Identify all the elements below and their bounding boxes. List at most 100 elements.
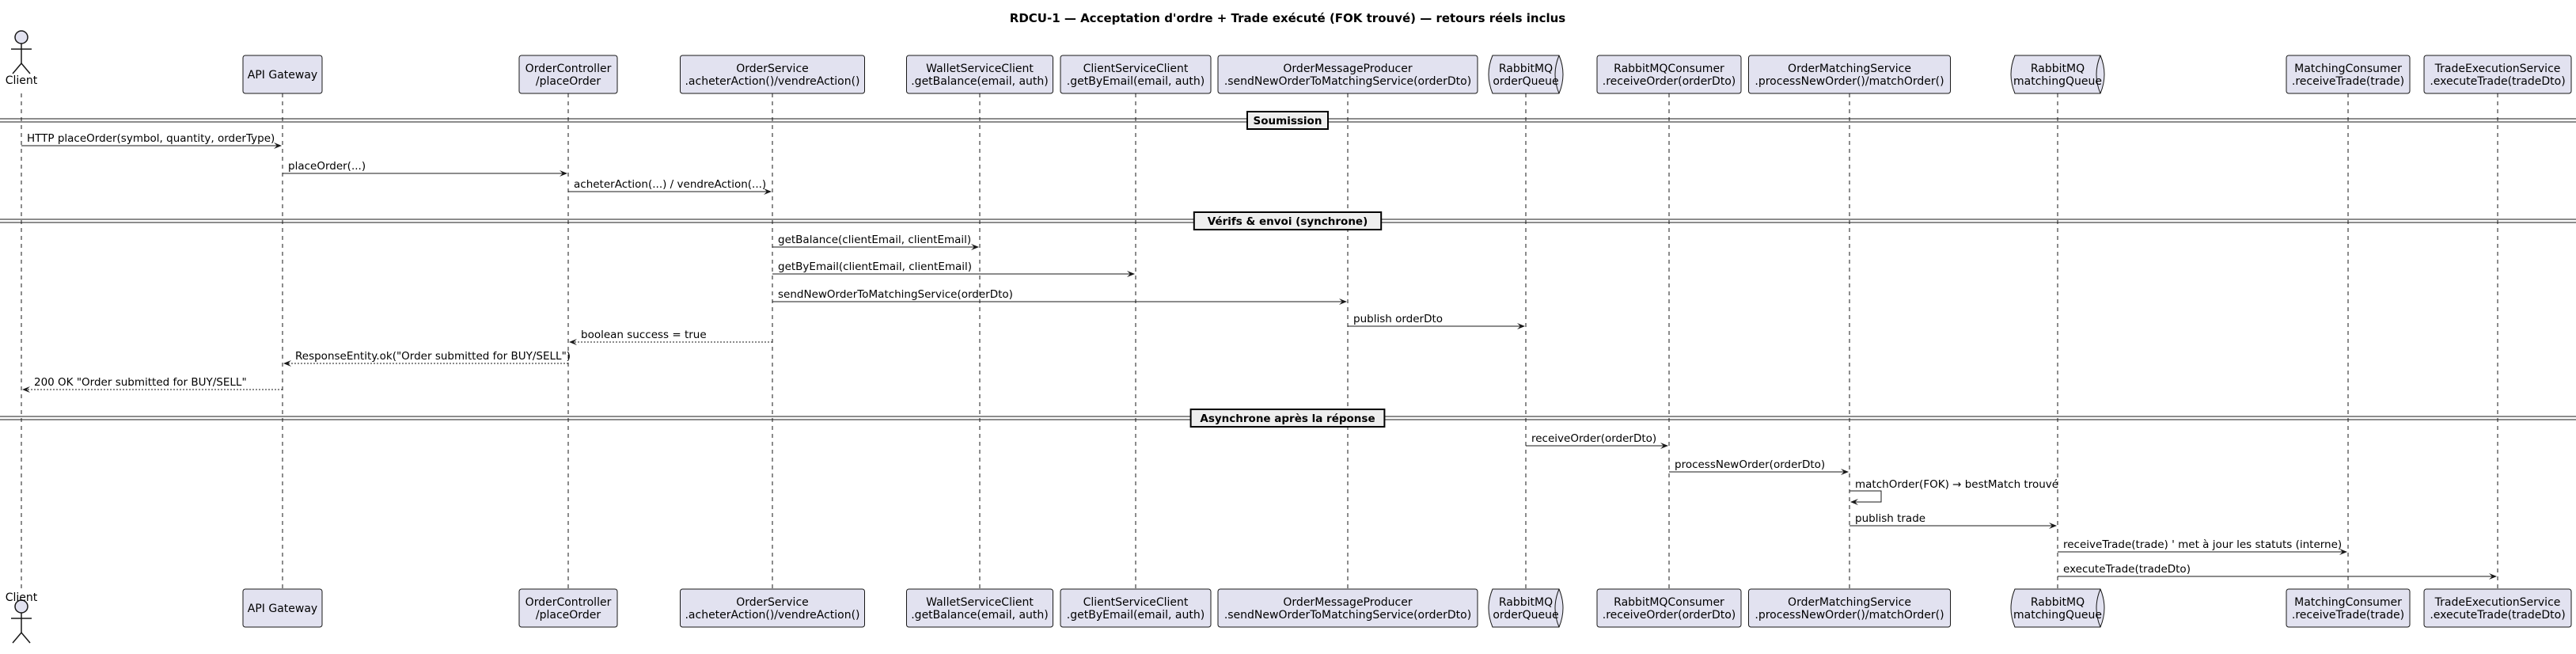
message: receiveTrade(trade) ' met à jour les sta… [2058,538,2347,555]
participant-label: .receiveTrade(trade) [2292,609,2404,622]
participant-label: orderQueue [1493,75,1558,88]
participant-label: .processNewOrder()/matchOrder() [1755,75,1944,88]
participant-client: Client [6,591,38,644]
lifelines [21,93,2498,589]
participant-label: .getByEmail(email, auth) [1067,75,1205,88]
participant-label: API Gateway [248,603,317,615]
participant-consumer: RabbitMQConsumer.receiveOrder(orderDto) [1596,55,1742,94]
arrowhead [1517,323,1525,329]
participant-tradeExec: TradeExecutionService.executeTrade(trade… [2423,55,2572,94]
participant-matchingConsumer: MatchingConsumer.receiveTrade(trade) [2286,55,2411,94]
message-label: placeOrder(...) [288,160,366,173]
participant-label: OrderMessageProducer [1283,596,1412,609]
message-label: HTTP placeOrder(symbol, quantity, orderT… [27,132,275,145]
arrowhead [1850,499,1858,505]
diagram-title: RDCU-1 — Acceptation d'ordre + Trade exé… [1010,11,1566,25]
arrowhead [22,386,30,393]
participant-label: .receiveOrder(orderDto) [1603,75,1736,88]
participant-tradeExec: TradeExecutionService.executeTrade(trade… [2423,588,2572,628]
message-label: publish orderDto [1353,313,1443,325]
divider-label: Soumission [1254,115,1322,127]
message: boolean success = true [569,329,772,345]
arrowhead [2489,573,2497,580]
participant-matchingService: OrderMatchingService.processNewOrder()/m… [1748,55,1951,94]
message-label: receiveOrder(orderDto) [1531,432,1656,445]
participant-label: .processNewOrder()/matchOrder() [1755,609,1944,622]
participant-label: .executeTrade(tradeDto) [2430,609,2565,622]
participant-label: RabbitMQ [1499,596,1553,609]
participant-label: OrderService [736,596,809,609]
participant-label: orderQueue [1493,609,1558,622]
participant-label: .sendNewOrderToMatchingService(orderDto) [1224,609,1471,622]
message-label: receiveTrade(trade) ' met à jour les sta… [2063,538,2342,551]
participant-label: OrderMessageProducer [1283,63,1412,75]
participant-label: ClientServiceClient [1083,596,1189,609]
messages: HTTP placeOrder(symbol, quantity, orderT… [21,132,2497,580]
message-label: getByEmail(clientEmail, clientEmail) [778,260,972,273]
participant-label: RabbitMQ [2031,63,2085,75]
participant-label: RabbitMQ [1499,63,1553,75]
message: acheterAction(...) / vendreAction(...) [568,178,772,195]
participant-label: .getBalance(email, auth) [911,75,1049,88]
arrowhead [971,244,979,250]
message: getBalance(clientEmail, clientEmail) [772,234,979,250]
section-divider: Vérifs & envoi (synchrone) [0,211,2576,230]
message: HTTP placeOrder(symbol, quantity, orderT… [21,132,282,149]
message: publish orderDto [1348,313,1525,329]
arrowhead [1127,271,1135,277]
participant-client: Client [6,30,38,87]
participant-label: OrderMatchingService [1788,596,1911,609]
participant-label: TradeExecutionService [2434,63,2561,75]
message: placeOrder(...) [283,160,567,177]
participant-label: MatchingConsumer [2294,596,2402,609]
message: getByEmail(clientEmail, clientEmail) [772,260,1135,277]
message-label: matchOrder(FOK) → bestMatch trouvé [1855,478,2058,491]
participant-label: .receiveOrder(orderDto) [1603,609,1736,622]
participant-label: .getBalance(email, auth) [911,609,1049,622]
message: sendNewOrderToMatchingService(orderDto) [772,288,1347,305]
participant-label: ClientServiceClient [1083,63,1189,75]
message-label: acheterAction(...) / vendreAction(...) [574,178,766,191]
participant-label: RabbitMQConsumer [1614,63,1724,75]
message-label: boolean success = true [581,329,707,341]
participant-controller: OrderController/placeOrder [518,588,618,628]
arrowhead [283,360,291,367]
message-label: ResponseEntity.ok("Order submitted for B… [295,350,571,363]
participant-label: matchingQueue [2013,75,2102,88]
participant-label: matchingQueue [2013,609,2102,622]
participant-gateway: API Gateway [242,588,323,628]
arrowhead [560,170,567,177]
message: receiveOrder(orderDto) [1526,432,1668,449]
participant-producer: OrderMessageProducer.sendNewOrderToMatch… [1217,55,1478,94]
participant-clientClient: ClientServiceClient.getByEmail(email, au… [1060,55,1212,94]
participant-label: .sendNewOrderToMatchingService(orderDto) [1224,75,1471,88]
participants-bottom: Client API Gateway OrderController/placeOr… [6,588,2572,644]
message: 200 OK "Order submitted for BUY/SELL" [22,376,283,393]
message-label: processNewOrder(orderDto) [1675,458,1825,471]
participant-label: .acheterAction()/vendreAction() [685,609,859,622]
arrowhead [569,339,577,345]
participant-label: TradeExecutionService [2434,596,2561,609]
divider-label: Vérifs & envoi (synchrone) [1208,215,1368,228]
participant-label: RabbitMQConsumer [1614,596,1724,609]
participant-label: OrderController [525,596,612,609]
participant-clientClient: ClientServiceClient.getByEmail(email, au… [1060,588,1212,628]
arrowhead [2339,549,2347,555]
message: ResponseEntity.ok("Order submitted for B… [283,350,571,367]
participant-label: .receiveTrade(trade) [2292,75,2404,88]
participant-label: MatchingConsumer [2294,63,2402,75]
participant-orderService: OrderService.acheterAction()/vendreActio… [680,55,865,94]
participant-label: .executeTrade(tradeDto) [2430,75,2565,88]
self-message: matchOrder(FOK) → bestMatch trouvé [1849,478,2058,505]
participant-matchingService: OrderMatchingService.processNewOrder()/m… [1748,588,1951,628]
participant-label: /placeOrder [536,75,601,88]
participant-label: Client [6,74,38,87]
participant-producer: OrderMessageProducer.sendNewOrderToMatch… [1217,588,1478,628]
participant-label: WalletServiceClient [926,63,1034,75]
